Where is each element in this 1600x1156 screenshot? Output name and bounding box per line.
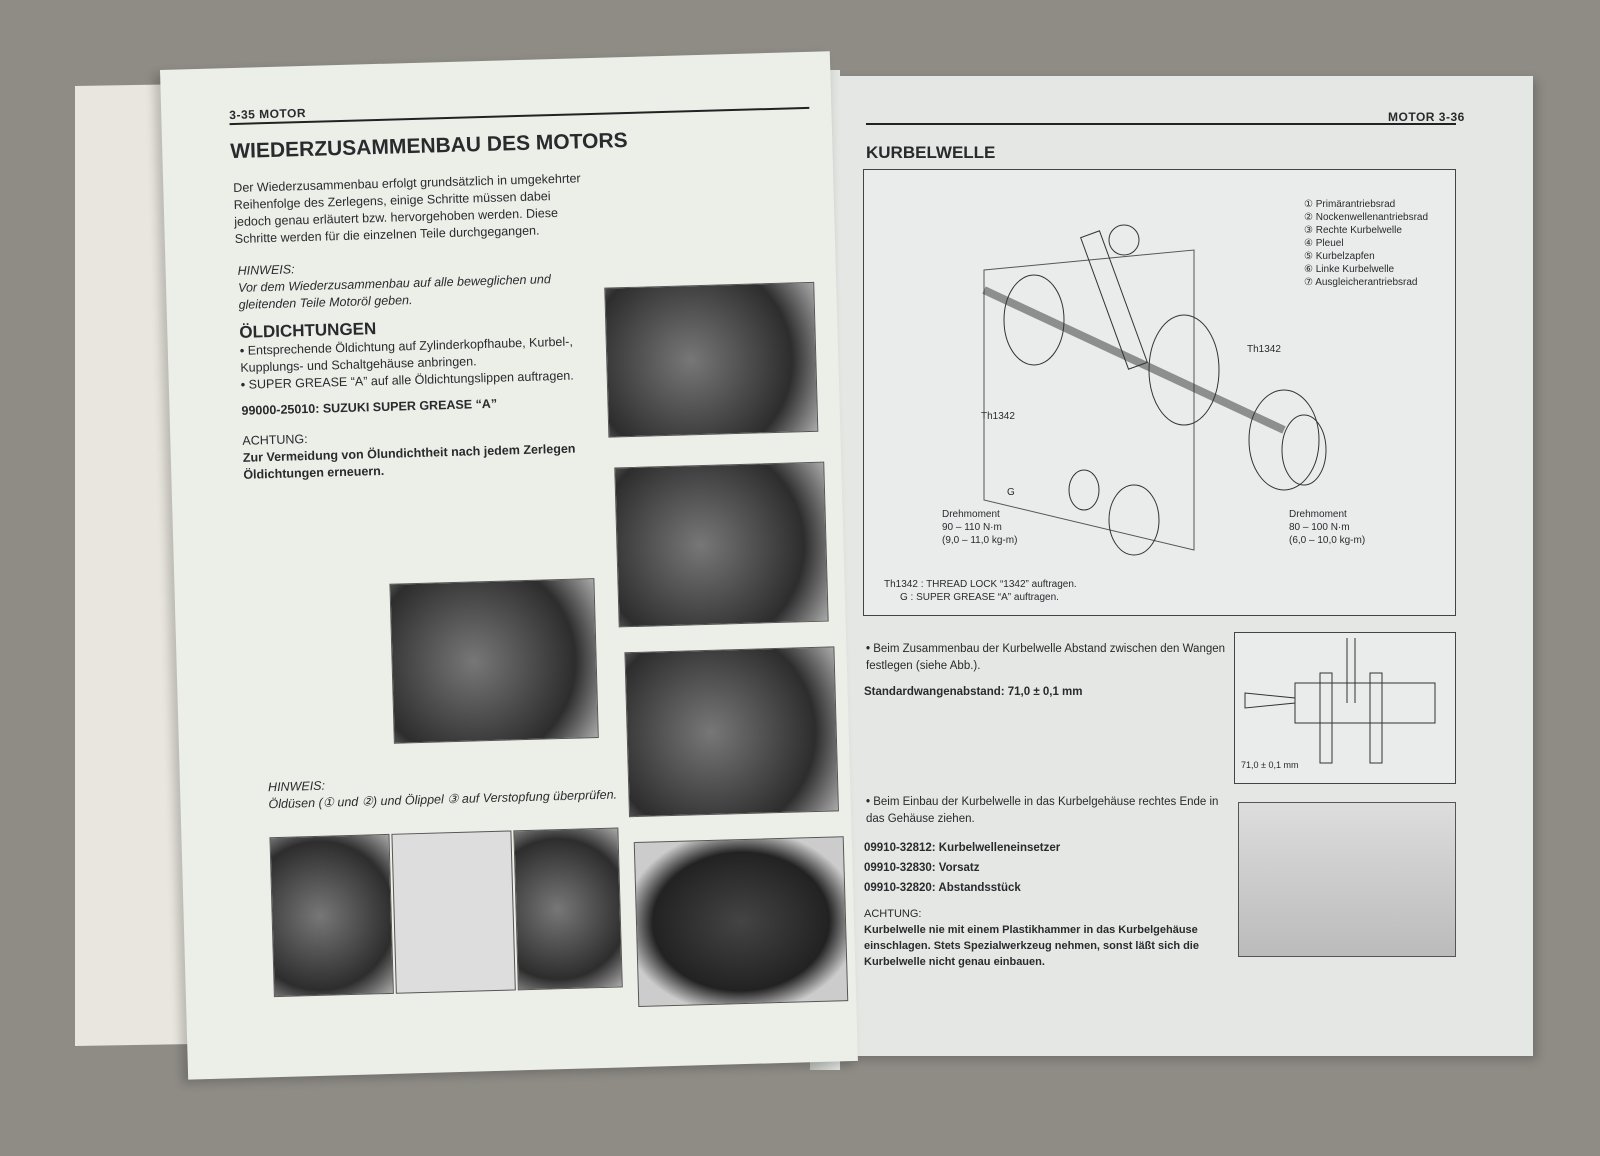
spec-value: Standardwangenabstand: 71,0 ± 0,1 mm (864, 686, 1083, 698)
bullet-install: Beim Einbau der Kurbelwelle in das Kurbe… (866, 794, 1231, 828)
figure-note: G : SUPER GREASE “A” auftragen. (900, 592, 1059, 603)
legend-item: ④ Pleuel (1304, 238, 1344, 249)
gap-label: 71,0 ± 0,1 mm (1241, 760, 1299, 770)
caution-block: ACHTUNG: Kurbelwelle nie mit einem Plast… (864, 906, 1234, 970)
tool-item: 09910-32830: Vorsatz (864, 862, 980, 874)
note-block: HINWEIS: Öldüsen (① und ②) und Ölippel ③… (268, 769, 619, 813)
oil-jet-photo (513, 827, 623, 991)
section-title: KURBELWELLE (866, 143, 996, 162)
bullet-wheel-gap: Beim Zusammenbau der Kurbelwelle Abstand… (866, 641, 1231, 675)
parts-legend: ① Primärantriebsrad ② Nockenwellenantrie… (1304, 198, 1428, 289)
crankshaft-diagram: ① Primärantriebsrad ② Nockenwellenantrie… (863, 169, 1456, 616)
figure-notes: Th1342 : THREAD LOCK “1342” auftragen. G… (884, 578, 1077, 604)
page-header: 3-35 MOTOR (229, 105, 307, 123)
tool-item: 09910-32820: Abstandsstück (864, 882, 1021, 894)
wheel-gap-figure: 71,0 ± 0,1 mm (1234, 632, 1456, 784)
oil-jet-photo (269, 833, 394, 998)
oil-jet-photo (391, 830, 516, 994)
figure-note: Th1342 : THREAD LOCK “1342” auftragen. (884, 579, 1077, 590)
tool-list: 09910-32812: Kurbelwelleneinsetzer 09910… (864, 838, 1060, 898)
torque-value: (6,0 – 10,0 kg-m) (1289, 535, 1366, 546)
legend-item: ① Primärantriebsrad (1304, 199, 1396, 210)
engine-photo (633, 836, 849, 1008)
intro-text: Der Wiederzusammenbau erfolgt grundsätzl… (233, 171, 581, 246)
engine-photo (604, 281, 819, 438)
right-page: MOTOR 3-36 KURBELWELLE ① Primärantriebsr… (828, 76, 1533, 1056)
threadlock-label: Th1342 (981, 411, 1015, 422)
caution-label: ACHTUNG: (864, 908, 922, 920)
torque-label: Drehmoment (942, 509, 1000, 520)
legend-item: ② Nockenwellenantriebsrad (1304, 212, 1429, 223)
note-block: HINWEIS: Vor dem Wiederzusammenbau auf a… (237, 253, 588, 314)
grease-label: G (1007, 487, 1015, 498)
part-number: 99000-25010: SUZUKI SUPER GREASE “A” (241, 396, 498, 418)
legend-item: ⑤ Kurbelzapfen (1304, 251, 1375, 262)
legend-item: ⑥ Linke Kurbelwelle (1304, 264, 1395, 275)
legend-item: ③ Rechte Kurbelwelle (1304, 225, 1402, 236)
threadlock-label: Th1342 (1247, 344, 1281, 355)
crankshaft-drawing (982, 224, 1327, 556)
oil-seal-bullets: Entsprechende Öldichtung auf Zylinderkop… (240, 333, 596, 394)
torque-label: Drehmoment (1289, 509, 1347, 520)
torque-value: (9,0 – 11,0 kg-m) (942, 535, 1018, 546)
torque-left: Drehmoment 90 – 110 N·m (9,0 – 11,0 kg-m… (942, 508, 1017, 547)
installer-tool-figure (1238, 802, 1456, 957)
engine-photo (614, 461, 829, 628)
engine-photo (624, 646, 839, 818)
caution-text: Kurbelwelle nie mit einem Plastikhammer … (864, 924, 1199, 968)
legend-item: ⑦ Ausgleicherantriebsrad (1304, 277, 1418, 288)
torque-right: Drehmoment 80 – 100 N·m (6,0 – 10,0 kg-m… (1289, 508, 1365, 547)
bullet-text: Beim Zusammenbau der Kurbelwelle Abstand… (866, 641, 1231, 675)
torque-value: 80 – 100 N·m (1289, 522, 1350, 533)
page-header: MOTOR 3-36 (1388, 110, 1465, 124)
tool-item: 09910-32812: Kurbelwelleneinsetzer (864, 842, 1061, 854)
page-title: WIEDERZUSAMMENBAU DES MOTORS (229, 128, 628, 164)
torque-value: 90 – 110 N·m (942, 522, 1002, 533)
caution-block: ACHTUNG: Zur Vermeidung von Ölundichthei… (242, 423, 593, 484)
engine-photo (389, 578, 599, 744)
crank-gap-drawing (1244, 638, 1436, 764)
bullet-text: Beim Einbau der Kurbelwelle in das Kurbe… (866, 794, 1231, 828)
left-page: 3-35 MOTOR WIEDERZUSAMMENBAU DES MOTORS … (160, 51, 858, 1080)
